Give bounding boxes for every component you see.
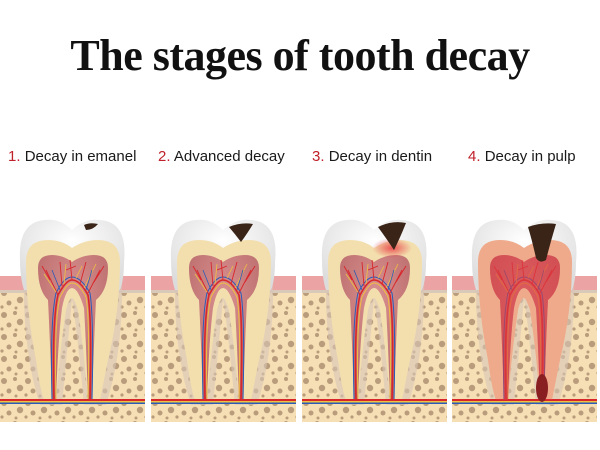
page-title: The stages of tooth decay	[70, 31, 530, 80]
stage-label-3: 3. Decay in dentin	[312, 148, 432, 165]
stage-text: Decay in pulp	[484, 148, 576, 165]
stage-4-illustration	[452, 200, 597, 422]
stage-text: Advanced decay	[173, 148, 285, 165]
abscess	[536, 374, 548, 402]
stage-number: 4.	[468, 148, 481, 165]
stage-text: Decay in dentin	[328, 148, 433, 165]
cavity-spot	[378, 222, 406, 250]
cavity-spot	[229, 223, 253, 242]
cavity-spot	[528, 223, 556, 262]
stage-number: 2.	[158, 148, 171, 165]
stage-number: 3.	[312, 148, 325, 165]
stage-number: 1.	[8, 148, 21, 165]
stage-label-2: 2. Advanced decay	[158, 148, 285, 165]
stage-text: Decay in emanel	[24, 148, 137, 165]
stage-1-illustration	[0, 200, 145, 422]
stage-label-1: 1. Decay in emanel	[8, 148, 136, 165]
stage-3-illustration	[302, 200, 447, 422]
stage-2-illustration	[151, 200, 296, 422]
stage-label-4: 4. Decay in pulp	[468, 148, 576, 165]
cavity-spot	[84, 223, 98, 230]
